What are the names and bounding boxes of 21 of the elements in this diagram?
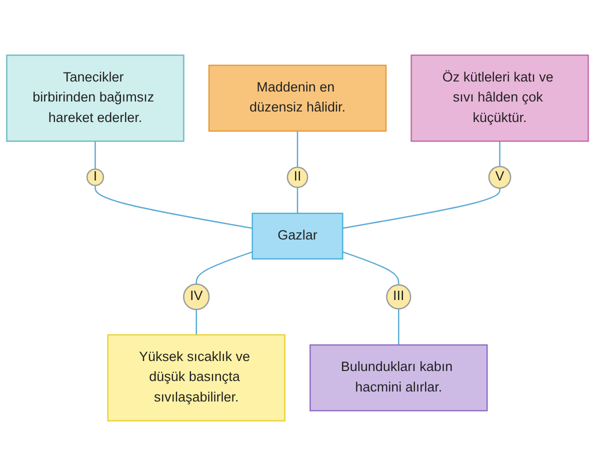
connector [296,131,298,168]
node-circle: IV [183,284,210,310]
connector [342,188,500,229]
node-box: Yüksek sıcaklık ve düşük basınçta sıvılaşabilirler. [107,334,286,422]
connector [94,185,252,229]
node-box: Öz kütleleri katı ve sıvı hâlden çok küçüktür. [410,54,589,142]
connector [296,187,298,214]
connector [342,251,400,285]
node-box: Tanecikler birbirinden bağımsız hareket ederler. [6,54,184,142]
node-box: Maddenin en düzensiz hâlidir. [208,64,387,132]
connector [499,141,500,166]
node-circle: III [386,284,412,310]
connector [196,251,253,284]
node-circle: V [488,166,512,189]
node-box: Gazlar [252,212,344,260]
node-box: Bulundukları kabın hacmini alırlar. [310,344,488,412]
node-circle: I [86,168,104,186]
connector [196,310,197,335]
connector [398,308,400,345]
connector [94,141,96,170]
node-circle: II [286,166,308,188]
